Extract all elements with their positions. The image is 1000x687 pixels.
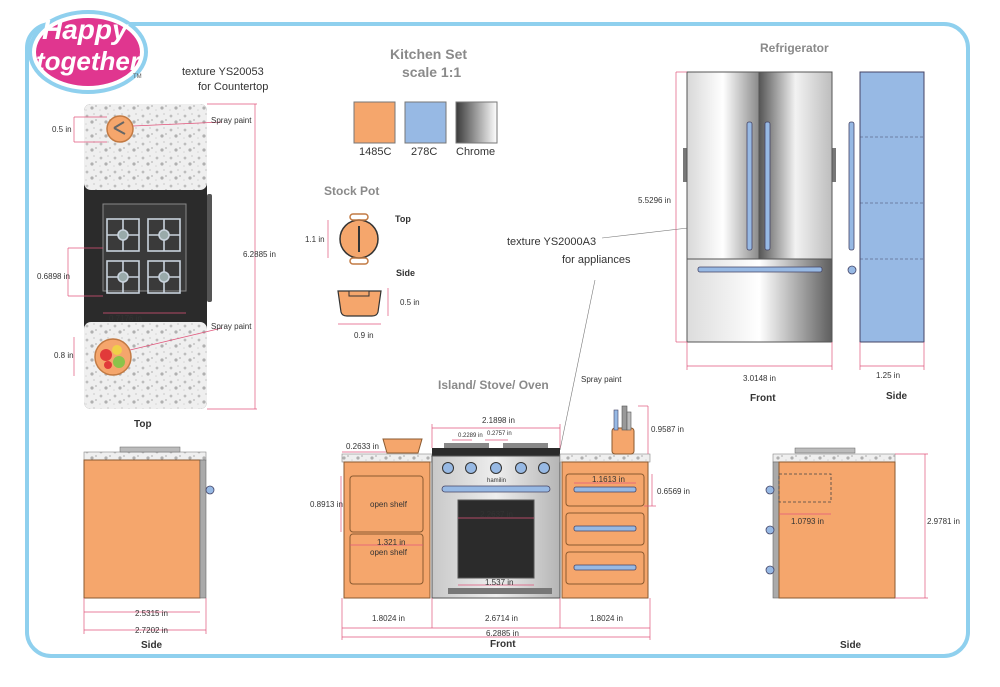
dim-fridge-depth: 1.25 in <box>876 371 901 380</box>
countertop-caption: Top <box>134 419 152 430</box>
dim-fridge-height: 5.5296 in <box>638 196 671 205</box>
stock-pot-drawing <box>337 213 382 317</box>
burner-grates <box>106 218 181 294</box>
stock-pot-side-label: Side <box>396 268 416 278</box>
logo-line-2: together <box>36 46 140 76</box>
stock-pot-dimension-lines <box>327 220 389 325</box>
right-side-caption: Side <box>840 640 862 651</box>
countertop-spray-2: Spray paint <box>211 322 252 331</box>
countertop-top-view <box>84 104 212 409</box>
refrigerator-front <box>683 71 836 343</box>
dim-pot-0-9: 0.9 in <box>354 331 374 340</box>
page-subtitle: scale 1:1 <box>402 64 462 80</box>
dim-island-shelf-h: 0.8913 in <box>310 500 343 509</box>
dim-pot-1-1: 1.1 in <box>305 235 325 244</box>
dim-countertop-0-5: 0.5 in <box>52 125 72 134</box>
dim-countertop-6-2885: 6.2885 in <box>243 250 276 259</box>
swatch-label-chrome: Chrome <box>456 146 496 158</box>
dim-island-shelf-w: 1.321 in <box>377 538 406 547</box>
left-side-caption: Side <box>141 640 163 651</box>
dim-island-left: 1.8024 in <box>372 614 405 623</box>
open-shelf-label-1: open shelf <box>370 500 407 509</box>
island-front-caption: Front <box>490 639 516 650</box>
logo-trademark: TM <box>133 74 142 80</box>
left-side-cabinet <box>83 446 215 599</box>
dim-island-drawer-h: 0.6569 in <box>657 487 690 496</box>
refrigerator-side <box>847 71 925 343</box>
countertop-spray-1: Spray paint <box>211 116 252 125</box>
dim-island-total: 6.2885 in <box>486 629 519 638</box>
island-dimension-lines <box>340 405 656 640</box>
dim-left-side-outer: 2.7202 in <box>135 626 168 635</box>
left-side-dimension-lines <box>83 598 207 634</box>
logo <box>28 10 148 94</box>
logo-line-1: Happy <box>42 14 128 45</box>
countertop-texture-1: texture YS20053 <box>182 66 264 78</box>
dim-island-drawer: 1.1613 in <box>592 475 625 484</box>
dim-left-side-inner: 2.5315 in <box>135 609 168 618</box>
dim-island-oven-w: 2.2637 in <box>480 510 513 519</box>
page-frame <box>25 22 970 658</box>
stock-pot-title: Stock Pot <box>324 184 380 198</box>
right-side-dimension-lines <box>779 453 928 599</box>
fridge-front-caption: Front <box>750 393 776 404</box>
refrigerator-title: Refrigerator <box>760 41 829 55</box>
dim-island-top: 2.1898 in <box>482 416 515 425</box>
countertop-texture-2: for Countertop <box>198 81 269 93</box>
appliance-texture-1: texture YS2000A3 <box>507 236 597 248</box>
dim-island-right: 1.8024 in <box>590 614 623 623</box>
swatch-chips <box>353 101 498 144</box>
island-spray-label: Spray paint <box>581 375 622 384</box>
right-side-cabinet <box>765 447 896 599</box>
swatch-label-278c: 278C <box>411 146 438 158</box>
open-shelf-label-2: open shelf <box>370 548 407 557</box>
dim-right-side-oven: 1.0793 in <box>791 517 824 526</box>
oven-brand: hamilin <box>487 478 507 484</box>
dim-right-side-height: 2.9781 in <box>927 517 960 526</box>
stock-pot-top-label: Top <box>395 214 411 224</box>
dim-island-oven-win: 1.537 in <box>485 578 514 587</box>
dim-pot-0-5: 0.5 in <box>400 298 420 307</box>
dim-countertop-0-6898: 0.6898 in <box>37 272 70 281</box>
dim-countertop-0-8: 0.8 in <box>54 351 74 360</box>
dim-fridge-width: 3.0148 in <box>743 374 776 383</box>
island-front <box>341 405 651 599</box>
dim-island-bowl: 0.2633 in <box>346 442 379 451</box>
dim-island-mid: 2.6714 in <box>485 614 518 623</box>
refrigerator-dimension-lines <box>675 71 925 370</box>
dim-island-small1: 0.2289 in <box>458 433 483 439</box>
island-title: Island/ Stove/ Oven <box>438 378 549 392</box>
swatch-label-1485c: 1485C <box>359 146 392 158</box>
dim-countertop-0-7176: 0.7176 in <box>109 314 142 323</box>
countertop-dimension-lines <box>67 103 257 410</box>
fridge-side-caption: Side <box>886 391 908 402</box>
appliance-texture-2: for appliances <box>562 254 631 266</box>
dim-island-small2: 0.2757 in <box>487 431 512 437</box>
dim-island-utensil: 0.9587 in <box>651 425 684 434</box>
page-title: Kitchen Set <box>390 46 468 62</box>
